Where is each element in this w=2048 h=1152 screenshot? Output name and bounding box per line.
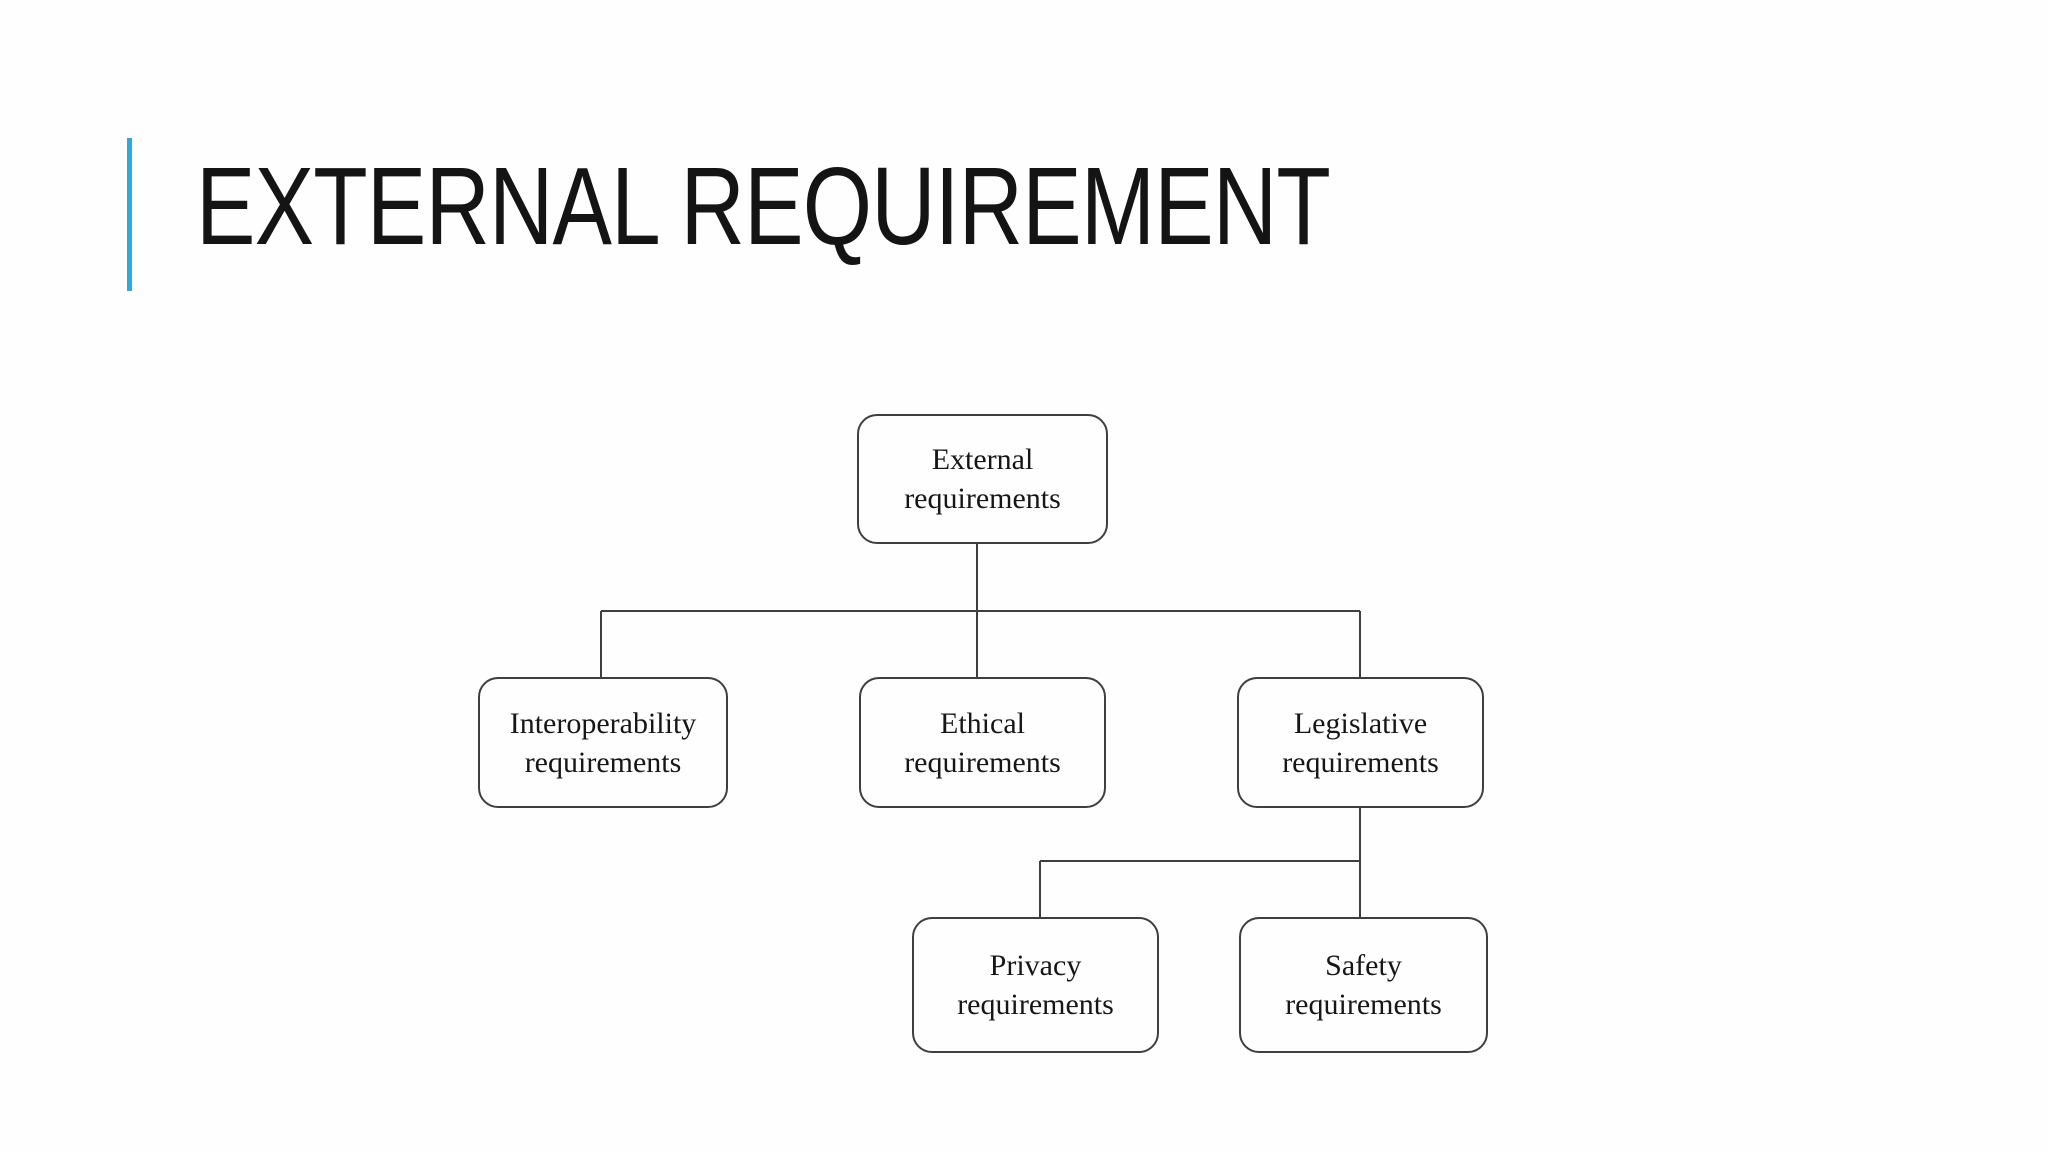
node-legislative-requirements: Legislative requirements	[1237, 677, 1484, 808]
node-external-requirements: External requirements	[857, 414, 1108, 544]
title-accent-bar	[127, 138, 132, 291]
node-ethical-requirements: Ethical requirements	[859, 677, 1106, 808]
slide-title: EXTERNAL REQUIREMENT	[196, 144, 1331, 268]
node-interoperability-requirements: Interoperability requirements	[478, 677, 728, 808]
node-privacy-requirements: Privacy requirements	[912, 917, 1159, 1053]
node-safety-requirements: Safety requirements	[1239, 917, 1488, 1053]
